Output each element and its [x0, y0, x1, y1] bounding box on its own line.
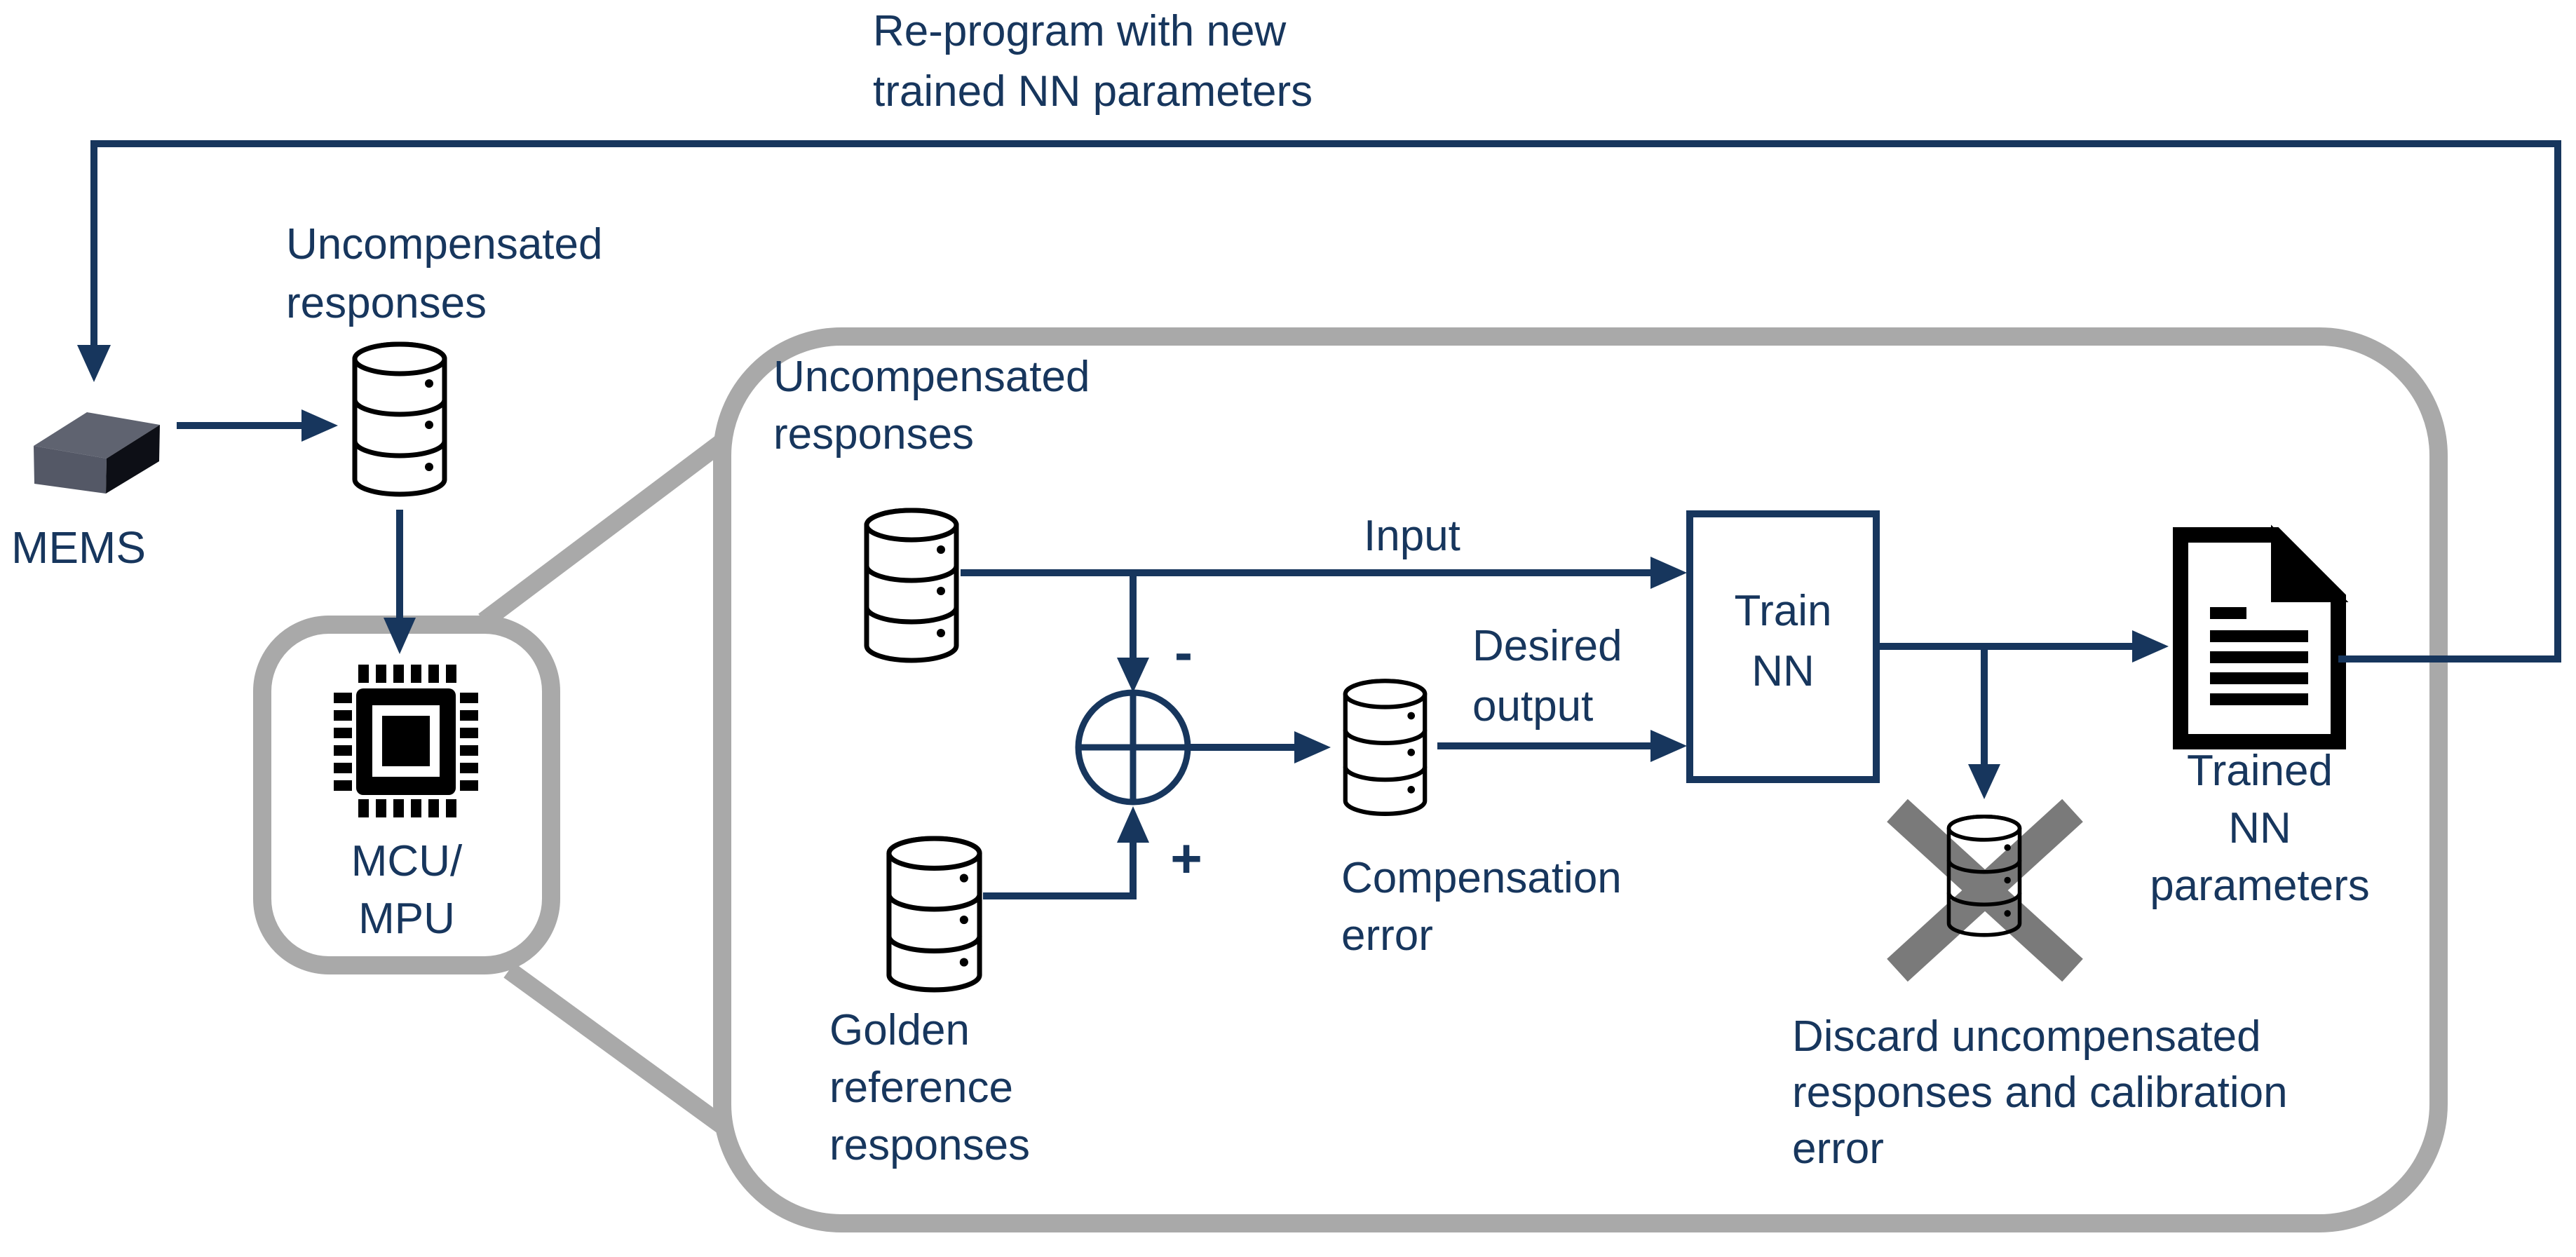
- golden-line3: responses: [829, 1121, 1031, 1169]
- reprogram-line1: Re-program with new: [873, 7, 1287, 55]
- discard-label: Discard uncompensated responses and cali…: [1792, 1009, 2288, 1177]
- arrow-icon: [1117, 658, 1149, 693]
- uncompensated-outer-line2: responses: [286, 279, 487, 327]
- golden-to-summing-arrow: [983, 806, 1149, 899]
- arrow-icon: [384, 618, 416, 654]
- summing-to-error-arrow: [1186, 731, 1331, 763]
- golden-reference-db-icon: [889, 838, 979, 990]
- summing-junction-icon: [1075, 689, 1191, 806]
- discard-line2: responses and calibration: [1792, 1068, 2288, 1117]
- train-line1: Train: [1734, 587, 1832, 635]
- input-arrow: [961, 557, 1687, 589]
- golden-line1: Golden: [829, 1006, 970, 1054]
- reprogram-label: Re-program with new trained NN parameter…: [873, 1, 1313, 122]
- document-icon: [2173, 524, 2349, 749]
- desired-line1: Desired: [1472, 622, 1622, 670]
- compensation-line2: error: [1341, 911, 1433, 960]
- uncompensated-inner-line2: responses: [773, 410, 975, 458]
- arrow-icon: [301, 409, 338, 442]
- cpu-chip-icon: [334, 665, 478, 817]
- uncompensated-db-icon: [355, 344, 445, 494]
- golden-line2: reference: [829, 1064, 1013, 1112]
- inbox-uncompensated-db-icon: [867, 510, 956, 660]
- desired-output-label: Desired output: [1472, 616, 1622, 737]
- arrow-icon: [77, 345, 111, 382]
- minus-sign: -: [1174, 621, 1193, 683]
- trained-params-line2: NN: [2228, 804, 2291, 852]
- trained-params-line3: parameters: [2150, 862, 2370, 910]
- arrow-icon: [1294, 731, 1331, 763]
- train-output-arrow: [1876, 630, 2169, 663]
- mcu-line1: MCU/: [351, 837, 463, 885]
- mems-chip-3d-icon: [34, 412, 160, 494]
- arrow-icon: [1968, 764, 2000, 799]
- train-line2: NN: [1751, 647, 1815, 695]
- db-to-mcu-arrow: [384, 510, 416, 654]
- mcu-label: MCU/ MPU: [262, 833, 551, 948]
- arrow-icon: [1650, 557, 1687, 589]
- reprogram-line2: trained NN parameters: [873, 67, 1313, 116]
- plus-sign: +: [1170, 827, 1202, 889]
- discard-line1: Discard uncompensated: [1792, 1012, 2261, 1061]
- mems-label: MEMS: [11, 522, 146, 573]
- trained-params-label: Trained NN parameters: [2144, 742, 2375, 915]
- train-to-discard-arrow: [1968, 646, 2000, 799]
- training-detail-panel: [713, 327, 2448, 1232]
- discard-x-icon: [1887, 799, 2083, 982]
- uncompensated-inner-line1: Uncompensated: [773, 353, 1090, 401]
- golden-reference-label: Golden reference responses: [829, 1002, 1030, 1174]
- uncompensated-outer-label: Uncompensated responses: [286, 215, 603, 333]
- mcu-line2: MPU: [358, 895, 455, 943]
- uncompensated-outer-line1: Uncompensated: [286, 220, 603, 269]
- compensation-error-label: Compensation error: [1341, 850, 1622, 965]
- input-label: Input: [1364, 512, 1460, 560]
- train-nn-label: Train NN: [1690, 581, 1876, 702]
- arrow-icon: [1117, 806, 1149, 843]
- compensation-line1: Compensation: [1341, 854, 1622, 902]
- desired-line2: output: [1472, 682, 1594, 731]
- arrow-icon: [1650, 730, 1687, 762]
- discard-line3: error: [1792, 1124, 1884, 1173]
- arrow-icon: [2132, 630, 2169, 663]
- compensation-error-db-icon: [1345, 681, 1425, 814]
- uncompensated-inner-label: Uncompensated responses: [773, 348, 1090, 463]
- mems-to-db-arrow: [177, 409, 338, 442]
- trained-params-line1: Trained: [2187, 747, 2333, 795]
- branch-to-summing-arrow: [1117, 573, 1149, 693]
- desired-output-arrow: [1437, 730, 1687, 762]
